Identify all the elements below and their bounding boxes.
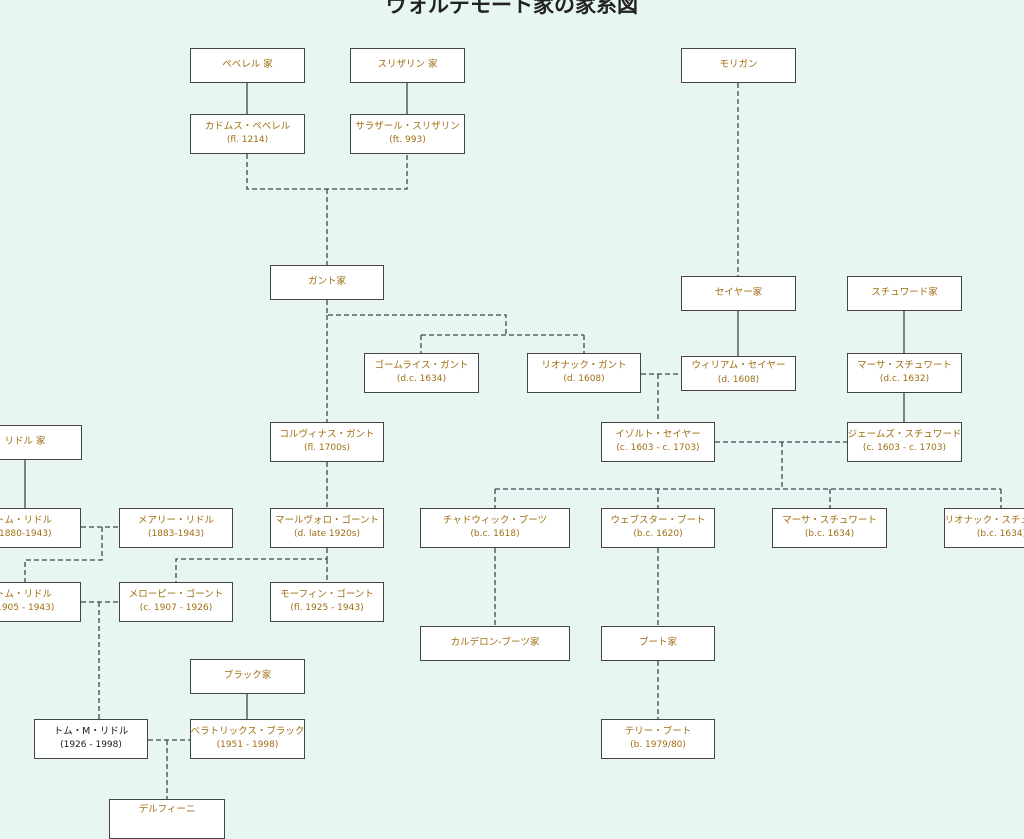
node-thayer-house: セイヤー家 (681, 276, 796, 311)
node-name: スチュワード家 (871, 287, 938, 299)
node-dates: (1880-1943) (0, 529, 52, 540)
node-name: ガント家 (307, 276, 346, 288)
family-tree-title: ヴォルデモート家の家系図 (386, 0, 638, 17)
node-morfin-gaunt: モーフィン・ゴーント (fl. 1925 - 1943) (270, 582, 384, 622)
node-dates: (b.c. 1618) (470, 529, 520, 540)
node-name: マーサ・スチュワート (857, 359, 952, 371)
node-name: トム・M・リドル (53, 725, 129, 737)
node-dates: (1905 - 1943) (0, 603, 55, 614)
node-name: リオナック・スチュワード (944, 514, 1024, 526)
node-dates: (b.c. 1634) (804, 529, 855, 540)
node-name: メアリー・リドル (137, 514, 214, 526)
node-terry-boot: テリー・ブート (b. 1979/80) (601, 719, 715, 759)
node-steward-house: スチュワード家 (847, 276, 962, 311)
node-name: ブート家 (638, 637, 677, 649)
node-riddle-house: リドル 家 (0, 425, 82, 460)
node-name: セイヤー家 (714, 287, 763, 299)
node-name: モリガン (719, 59, 758, 71)
node-isolt-thayer: イゾルト・セイヤー (c. 1603 - c. 1703) (601, 422, 715, 462)
link-tom-bellatrix-delphini (148, 739, 190, 800)
node-dates: (d. late 1920s) (294, 529, 360, 540)
node-name: カルデロン-ブーツ家 (450, 637, 540, 649)
node-peverell-house: ペベレル 家 (190, 48, 305, 83)
node-name: チャドウィック・ブーツ (442, 514, 548, 526)
node-bellatrix-black: ベラトリックス・ブラック (1951 - 1998) (190, 719, 305, 759)
node-gormlaith-gaunt: ゴームライス・ガント (d.c. 1634) (364, 353, 479, 393)
node-name: スリザリン 家 (377, 59, 438, 71)
node-webster-boot: ウェブスター・ブート (b.c. 1620) (601, 508, 715, 548)
node-delphini: デルフィーニ (109, 799, 225, 839)
node-name: ウェブスター・ブート (610, 514, 706, 526)
link-gaunt-children (326, 300, 585, 353)
node-name: ジェームズ・スチュワード (847, 428, 962, 440)
node-dates: (1883-1943) (147, 529, 205, 540)
link-marvolo-children (175, 548, 328, 582)
node-marvolo-gaunt: マールヴォロ・ゴーント (d. late 1920s) (270, 508, 384, 548)
node-calderon-boot-house: カルデロン-ブーツ家 (420, 626, 570, 661)
node-corvinus-gaunt: コルヴィナス・ガント (fl. 1700s) (270, 422, 384, 462)
node-name: カドムス・ペベレル (204, 120, 291, 132)
node-merope-gaunt: メローピー・ゴーント (c. 1907 - 1926) (119, 582, 233, 622)
node-name: リドル 家 (4, 436, 46, 448)
node-mary-riddle: メアリー・リドル (1883-1943) (119, 508, 233, 548)
node-martha-steward-1634: マーサ・スチュワート (b.c. 1634) (772, 508, 887, 548)
node-dates: (d.c. 1632) (879, 374, 930, 385)
node-dates: (b. 1979/80) (630, 740, 686, 751)
node-name: モーフィン・ゴーント (280, 588, 374, 600)
node-boot-house: ブート家 (601, 626, 715, 661)
node-dates: (b.c. 1620) (633, 529, 683, 540)
link-rionach-william-isolt (641, 373, 681, 422)
node-name: リオナック・ガント (541, 359, 627, 371)
node-name: マールヴォロ・ゴーント (274, 514, 380, 526)
node-martha-steward-1632: マーサ・スチュワート (d.c. 1632) (847, 353, 962, 393)
node-dates: (c. 1603 - c. 1703) (616, 443, 700, 454)
node-cadmus-peverell: カドムス・ペベレル (fl. 1214) (190, 114, 305, 154)
node-rionach-steward: リオナック・スチュワード (b.c. 1634) (944, 508, 1024, 548)
node-name: ペベレル 家 (222, 59, 273, 71)
node-dates: (b.c. 1634) (976, 529, 1024, 540)
link-tom-merope (81, 601, 119, 719)
node-tom-riddle-1880: トム・リドル (1880-1943) (0, 508, 81, 548)
node-name: ブラック家 (223, 670, 272, 682)
node-gaunt-house: ガント家 (270, 265, 384, 300)
node-tom-marvolo-riddle: トム・M・リドル (1926 - 1998) (34, 719, 148, 759)
node-dates: (d. 1608) (563, 374, 605, 385)
node-name: ゴームライス・ガント (374, 359, 469, 371)
node-dates: (ft. 993) (389, 135, 426, 146)
node-name: ウィリアム・セイヤー (691, 360, 786, 372)
node-dates: (1951 - 1998) (216, 740, 279, 751)
link-tom-mary (24, 526, 119, 582)
node-name: デルフィーニ (138, 804, 196, 815)
node-name: マーサ・スチュワート (782, 514, 877, 526)
node-chadwick-boot: チャドウィック・ブーツ (b.c. 1618) (420, 508, 570, 548)
node-name: トム・リドル (0, 588, 52, 600)
node-name: ベラトリックス・ブラック (190, 725, 305, 737)
node-name: トム・リドル (0, 514, 52, 526)
node-dates: (d.c. 1634) (396, 374, 447, 385)
node-dates: (fl. 1700s) (303, 443, 350, 454)
node-william-thayer: ウィリアム・セイヤー (d. 1608) (681, 356, 796, 391)
node-dates: (fl. 1214) (226, 135, 269, 146)
node-black-house: ブラック家 (190, 659, 305, 694)
node-name: サラザール・スリザリン (355, 120, 460, 132)
node-morrigan: モリガン (681, 48, 796, 83)
node-rionach-gaunt: リオナック・ガント (d. 1608) (527, 353, 641, 393)
node-dates: (d. 1608) (717, 374, 760, 385)
node-salazar-slytherin: サラザール・スリザリン (ft. 993) (350, 114, 465, 154)
connector-lines (24, 83, 1002, 800)
node-name: コルヴィナス・ガント (279, 428, 375, 440)
node-slytherin-house: スリザリン 家 (350, 48, 465, 83)
node-dates: (c. 1907 - 1926) (139, 603, 213, 614)
node-name: テリー・ブート (624, 725, 692, 737)
node-dates: (c. 1603 - c. 1703) (862, 443, 947, 454)
node-tom-riddle-1905: トム・リドル (1905 - 1943) (0, 582, 81, 622)
link-isolt-james-children (494, 441, 1002, 508)
node-dates: (1926 - 1998) (60, 740, 122, 751)
node-name: イゾルト・セイヤー (615, 428, 701, 440)
link-cadmus-salazar-gaunt (246, 154, 408, 265)
node-dates: (fl. 1925 - 1943) (290, 603, 364, 614)
node-james-steward: ジェームズ・スチュワード (c. 1603 - c. 1703) (847, 422, 962, 462)
node-name: メローピー・ゴーント (128, 588, 224, 600)
